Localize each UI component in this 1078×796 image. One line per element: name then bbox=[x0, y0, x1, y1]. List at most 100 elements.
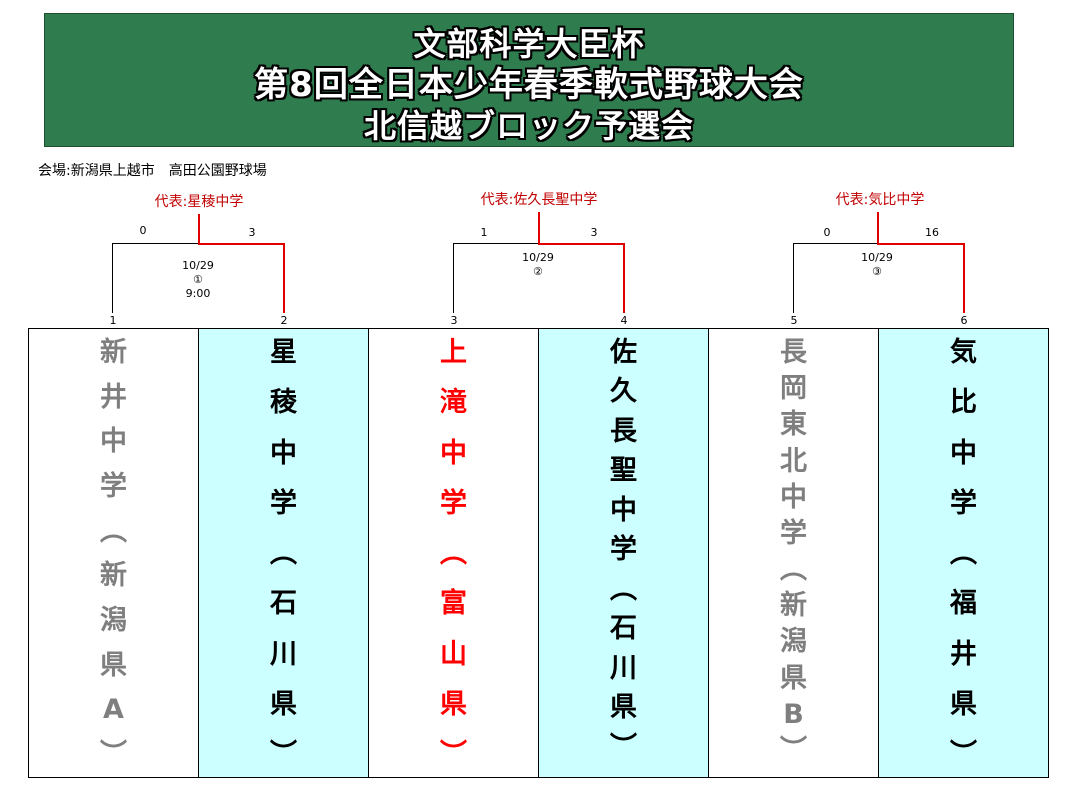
team-name-char: 福 bbox=[950, 588, 977, 620]
venue-label: 会場:新潟県上越市 高田公園野球場 bbox=[38, 163, 267, 179]
match-2-date: 10/29 bbox=[522, 251, 554, 264]
team-name-char: 気 bbox=[950, 337, 977, 368]
team-name-char: 新 bbox=[100, 337, 127, 368]
match-2-left-leg bbox=[453, 243, 454, 313]
match-3-left-bar bbox=[793, 243, 879, 244]
match-3-date: 10/29 bbox=[861, 251, 893, 264]
match-2-winner-stem bbox=[538, 212, 540, 244]
title-line-1: 文部科学大臣杯 bbox=[413, 25, 645, 63]
team-name-char: 潟 bbox=[780, 626, 807, 658]
team-name-char: ︶ bbox=[950, 739, 977, 770]
team-name-char: 上 bbox=[440, 337, 467, 368]
match-3-left-leg bbox=[793, 243, 794, 313]
match-1-right-score: 3 bbox=[248, 226, 256, 239]
team-name-char: 川 bbox=[270, 638, 297, 670]
team-name-char: 聖 bbox=[610, 455, 637, 487]
team-name-char: 学 bbox=[610, 534, 637, 566]
team-name-char: 星 bbox=[270, 337, 297, 368]
team-name-char: ︵ bbox=[780, 554, 807, 586]
match-1-right-leg bbox=[283, 243, 285, 313]
team-column-2: 星稜中学︵石川県︶ bbox=[199, 329, 369, 777]
team-name-char: 石 bbox=[610, 613, 637, 645]
match-1-info: 10/29 ① 9:00 bbox=[182, 259, 214, 301]
team-name-char: ︵ bbox=[610, 573, 637, 605]
team-name-char: 県 bbox=[610, 692, 637, 724]
team-name-char: 長 bbox=[610, 415, 637, 447]
team-name-char: 岡 bbox=[780, 373, 807, 405]
team-name-char: 石 bbox=[270, 588, 297, 620]
match-3-right-score: 16 bbox=[925, 226, 939, 239]
team-name-char: ︶ bbox=[440, 739, 467, 770]
team-name-char: 新 bbox=[100, 560, 127, 592]
team-number-6: 6 bbox=[960, 314, 968, 327]
team-name-char: 山 bbox=[440, 638, 467, 670]
team-name-char: 滝 bbox=[440, 387, 467, 419]
team-name-char: 井 bbox=[950, 638, 977, 670]
team-name-char: ︵ bbox=[950, 538, 977, 569]
team-name-char: 北 bbox=[780, 445, 807, 477]
team-name-char: ︶ bbox=[100, 738, 127, 770]
match-1-date: 10/29 bbox=[182, 259, 214, 272]
team-number-3: 3 bbox=[450, 314, 458, 327]
match-2-left-score: 1 bbox=[480, 226, 488, 239]
match-2-right-bar bbox=[538, 243, 625, 245]
team-name: 気比中学︵福井県︶ bbox=[879, 337, 1048, 777]
match-1-winner-stem bbox=[198, 214, 200, 244]
team-name-char: 中 bbox=[610, 494, 637, 526]
team-name-char: 県 bbox=[440, 688, 467, 720]
match-1-left-leg bbox=[112, 243, 113, 313]
team-name-char: 中 bbox=[780, 481, 807, 513]
match-2-right-leg bbox=[623, 243, 625, 313]
team-name-char: ︶ bbox=[610, 731, 637, 763]
team-name-char: A bbox=[103, 694, 124, 726]
team-column-4: 佐久長聖中学 ︵ 石川県 ︶ bbox=[539, 329, 709, 777]
match-1-representative: 代表:星稜中学 bbox=[154, 194, 244, 210]
team-name-char: B bbox=[783, 698, 804, 730]
match-3-left-score: 0 bbox=[823, 226, 831, 239]
team-name-char: ︵ bbox=[440, 538, 467, 569]
title-line-2: 第8回全日本少年春季軟式野球大会 bbox=[254, 65, 804, 105]
team-name-char: 学 bbox=[440, 487, 467, 519]
team-name-char: 学 bbox=[780, 517, 807, 549]
match-2-game-no: ② bbox=[533, 265, 543, 278]
team-name-char: 県 bbox=[780, 662, 807, 694]
team-name-char: 学 bbox=[270, 487, 297, 519]
team-name-char: 学 bbox=[100, 470, 127, 502]
team-name-char: 久 bbox=[610, 376, 637, 408]
team-name-char: 新 bbox=[780, 590, 807, 622]
team-name-char: 富 bbox=[440, 588, 467, 620]
match-2-info: 10/29 ② bbox=[522, 251, 554, 279]
team-number-4: 4 bbox=[620, 314, 628, 327]
team-name-char: 県 bbox=[950, 688, 977, 720]
team-name-char: 佐 bbox=[610, 337, 637, 368]
match-2-left-bar bbox=[453, 243, 539, 244]
match-3-game-no: ③ bbox=[872, 265, 882, 278]
match-2-right-score: 3 bbox=[590, 226, 598, 239]
team-name-char: 川 bbox=[610, 652, 637, 684]
match-2-representative: 代表:佐久長聖中学 bbox=[480, 192, 598, 208]
team-name-char: ︵ bbox=[270, 538, 297, 569]
team-column-3: 上滝中学 ︵ 富山県 ︶ bbox=[369, 329, 539, 777]
team-name-char: 中 bbox=[440, 437, 467, 469]
match-3-right-bar bbox=[877, 243, 965, 245]
team-name-char: 長 bbox=[780, 337, 807, 368]
team-name-char: ︵ bbox=[100, 515, 127, 547]
match-1-right-bar bbox=[198, 243, 285, 245]
match-3-info: 10/29 ③ bbox=[861, 251, 893, 279]
match-1-left-score: 0 bbox=[139, 224, 147, 237]
title-banner: 文部科学大臣杯 第8回全日本少年春季軟式野球大会 北信越ブロック予選会 bbox=[44, 13, 1014, 147]
team-name-char: 県 bbox=[270, 688, 297, 720]
team-name-char: 潟 bbox=[100, 604, 127, 636]
team-number-1: 1 bbox=[109, 314, 117, 327]
team-name-char: ︶ bbox=[270, 739, 297, 770]
team-name-char: 東 bbox=[780, 409, 807, 441]
team-name: 佐久長聖中学 ︵ 石川県 ︶ bbox=[539, 337, 708, 777]
match-3-right-leg bbox=[963, 243, 965, 313]
team-name-char: 比 bbox=[950, 387, 977, 419]
team-name-char: 学 bbox=[950, 487, 977, 519]
team-name-char: 井 bbox=[100, 381, 127, 413]
